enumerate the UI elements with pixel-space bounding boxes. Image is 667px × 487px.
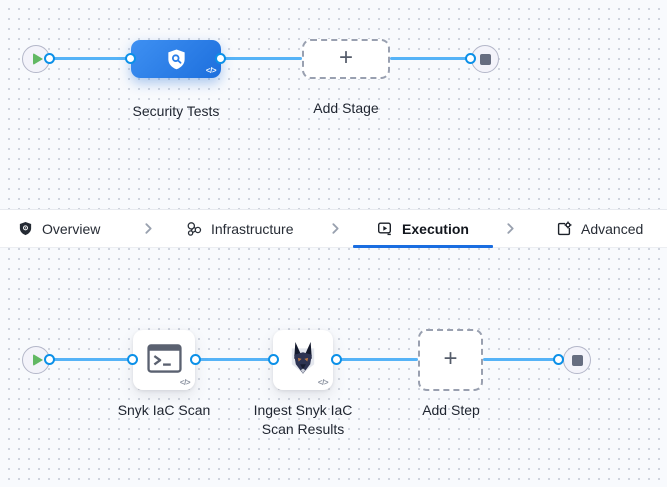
add-stage-label: Add Stage: [313, 100, 379, 116]
add-step-button[interactable]: +: [418, 329, 483, 391]
step-label: Snyk IaC Scan: [117, 402, 211, 418]
tab-label: Infrastructure: [211, 220, 294, 237]
stop-icon: [571, 354, 583, 366]
connector-line: [196, 358, 274, 361]
active-tab-underline: [353, 245, 493, 248]
connector-line: [390, 57, 471, 60]
connector-line: [221, 57, 302, 60]
tab-label: Execution: [402, 220, 469, 237]
cluster-icon: [187, 221, 202, 236]
connector-line: [337, 358, 418, 361]
tab-label: Overview: [42, 220, 101, 237]
connector-point[interactable]: [127, 354, 138, 365]
code-badge: </>: [205, 66, 217, 75]
shield-search-icon: [167, 48, 185, 69]
connector-point[interactable]: [125, 53, 136, 64]
stop-icon: [479, 53, 491, 65]
connector-point[interactable]: [215, 53, 226, 64]
plus-icon: +: [338, 44, 353, 71]
code-badge: </>: [179, 378, 191, 387]
connector-line: [50, 57, 131, 60]
connector-point[interactable]: [190, 354, 201, 365]
add-stage-button[interactable]: +: [302, 39, 390, 79]
add-step-label: Add Step: [422, 402, 480, 418]
tab-overview[interactable]: Overview: [18, 210, 100, 247]
connector-point[interactable]: [268, 354, 279, 365]
shield-gear-icon: [19, 221, 32, 236]
connector-line: [50, 358, 133, 361]
tab-label: Advanced: [581, 220, 644, 237]
plus-icon: +: [443, 345, 458, 372]
chevron-right-icon: [142, 210, 155, 247]
connector-point[interactable]: [331, 354, 342, 365]
stage-security-tests[interactable]: </>: [131, 40, 221, 78]
connector-point[interactable]: [465, 53, 476, 64]
step-label: Ingest Snyk IaC Scan Results: [253, 402, 353, 437]
stage-label: Security Tests: [132, 103, 220, 119]
connector-point[interactable]: [44, 53, 55, 64]
play-box-icon: [378, 222, 392, 235]
tab-advanced[interactable]: Advanced: [556, 210, 643, 247]
code-badge: </>: [317, 378, 329, 387]
tab-infrastructure[interactable]: Infrastructure: [186, 210, 293, 247]
play-icon: [32, 354, 43, 366]
play-icon: [32, 53, 43, 65]
terminal-icon: [146, 343, 182, 373]
chevron-right-icon: [504, 210, 517, 247]
execution-end-node[interactable]: [563, 346, 591, 374]
chevron-right-icon: [329, 210, 342, 247]
connector-line: [483, 358, 559, 361]
stage-tab-bar: Overview Infrastructure: [0, 209, 667, 248]
tab-execution[interactable]: Execution: [353, 210, 493, 248]
box-gear-icon: [557, 220, 572, 235]
snyk-doberman-icon: [291, 341, 315, 374]
connector-point[interactable]: [553, 354, 564, 365]
step-ingest-snyk-results[interactable]: </>: [273, 330, 333, 390]
step-snyk-iac-scan[interactable]: </>: [133, 330, 195, 390]
connector-point[interactable]: [44, 354, 55, 365]
